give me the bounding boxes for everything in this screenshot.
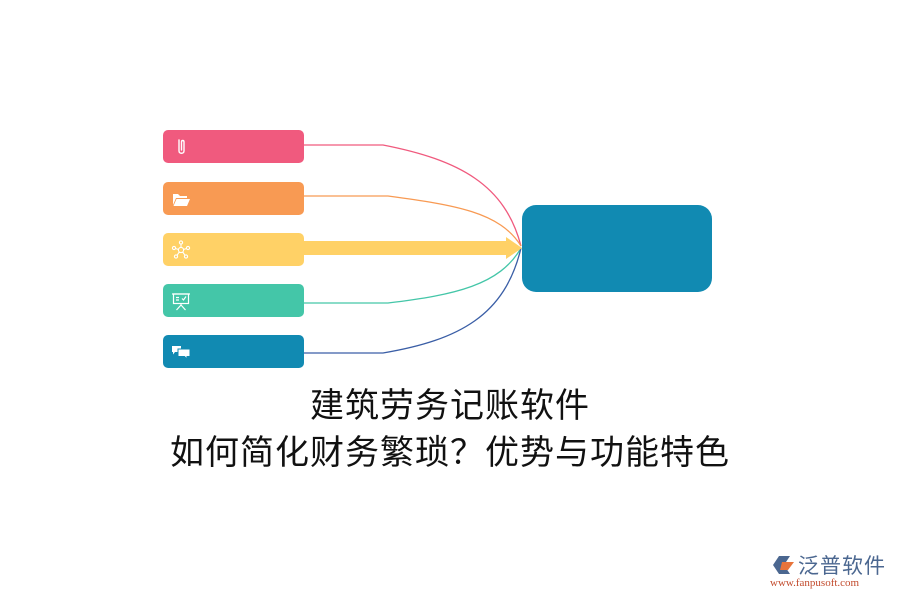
watermark-logo: 泛普软件 www.fanpusoft.com — [768, 552, 893, 594]
connector-yellow-arrow — [300, 237, 522, 259]
node-folder[interactable] — [163, 182, 304, 215]
node-paperclip[interactable] — [163, 130, 304, 163]
watermark-url: www.fanpusoft.com — [770, 577, 860, 589]
connector-pink — [303, 144, 522, 247]
connector-blue — [303, 247, 522, 354]
network-nodes-icon — [171, 240, 191, 259]
connector-teal — [303, 247, 522, 304]
paperclip-icon — [178, 139, 185, 154]
page-title-line2: 如何简化财务繁琐？优势与功能特色 — [170, 433, 730, 473]
node-network[interactable] — [163, 233, 304, 266]
presentation-board-icon — [172, 293, 190, 311]
page-title-line1: 建筑劳务记账软件 — [310, 386, 590, 426]
watermark-name: 泛普软件 — [798, 554, 886, 578]
node-chat[interactable] — [163, 335, 304, 368]
node-presentation[interactable] — [163, 284, 304, 317]
folder-open-icon — [173, 194, 190, 206]
hub-node[interactable] — [522, 205, 712, 292]
connector-orange — [303, 195, 522, 247]
chat-bubbles-icon — [172, 346, 191, 361]
fanpu-logo-icon — [773, 556, 794, 574]
